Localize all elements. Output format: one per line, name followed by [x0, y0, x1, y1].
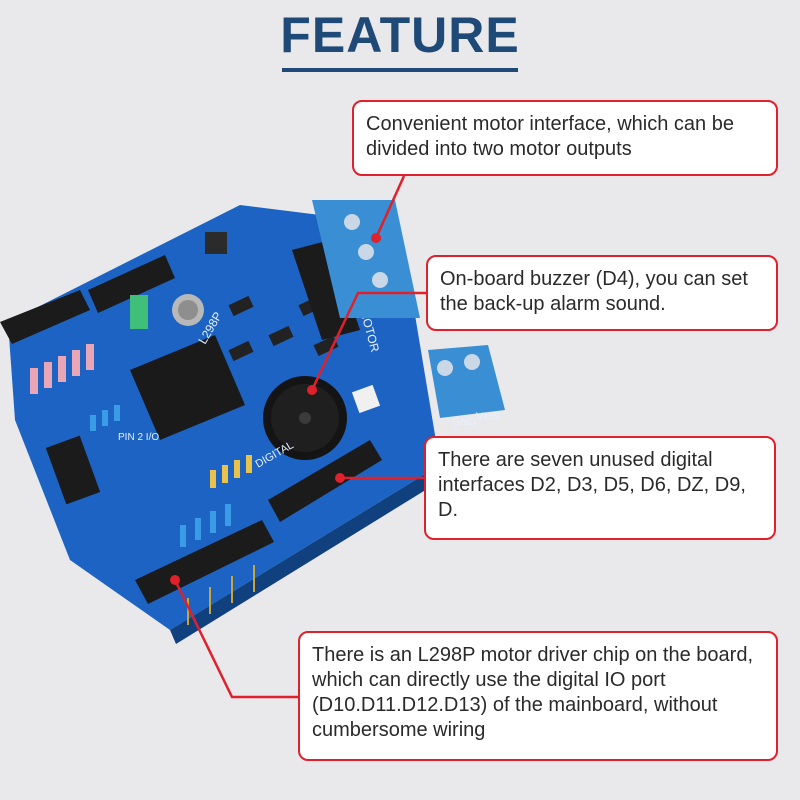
pcb-shadow-edge: [170, 465, 445, 644]
bottom-header: [135, 520, 274, 604]
digital-header: [268, 440, 382, 522]
green-jumper: [130, 295, 148, 329]
white-connector: [351, 384, 381, 414]
page-title: FEATURE: [280, 7, 520, 63]
callout-digital-interfaces: There are seven unused digital interface…: [424, 436, 776, 540]
pin-block-left: [45, 435, 101, 505]
callout-buzzer: On-board buzzer (D4), you can set the ba…: [426, 255, 778, 331]
blue-pins: [90, 405, 231, 547]
reset-button: [205, 232, 227, 254]
yellow-pins: [210, 455, 252, 488]
jumper-pins: [30, 344, 94, 394]
leader-lines: [173, 175, 429, 699]
callout-l298p-driver: There is an L298P motor driver chip on t…: [298, 631, 778, 761]
callout-motor-interface: Convenient motor interface, which can be…: [352, 100, 778, 176]
header-top-left: [0, 255, 175, 344]
screw-terminal-right: GND VMS: [428, 345, 505, 428]
leader-dots: [170, 233, 381, 585]
gnd-label: GND: [452, 416, 477, 428]
title-underline: [282, 68, 518, 72]
vms-label: VMS: [476, 411, 500, 423]
gold-pins: [187, 565, 255, 625]
screw-terminal-top: [312, 200, 420, 318]
pin-label: PIN 2 I/O: [118, 432, 159, 443]
buzzer: [263, 376, 347, 460]
